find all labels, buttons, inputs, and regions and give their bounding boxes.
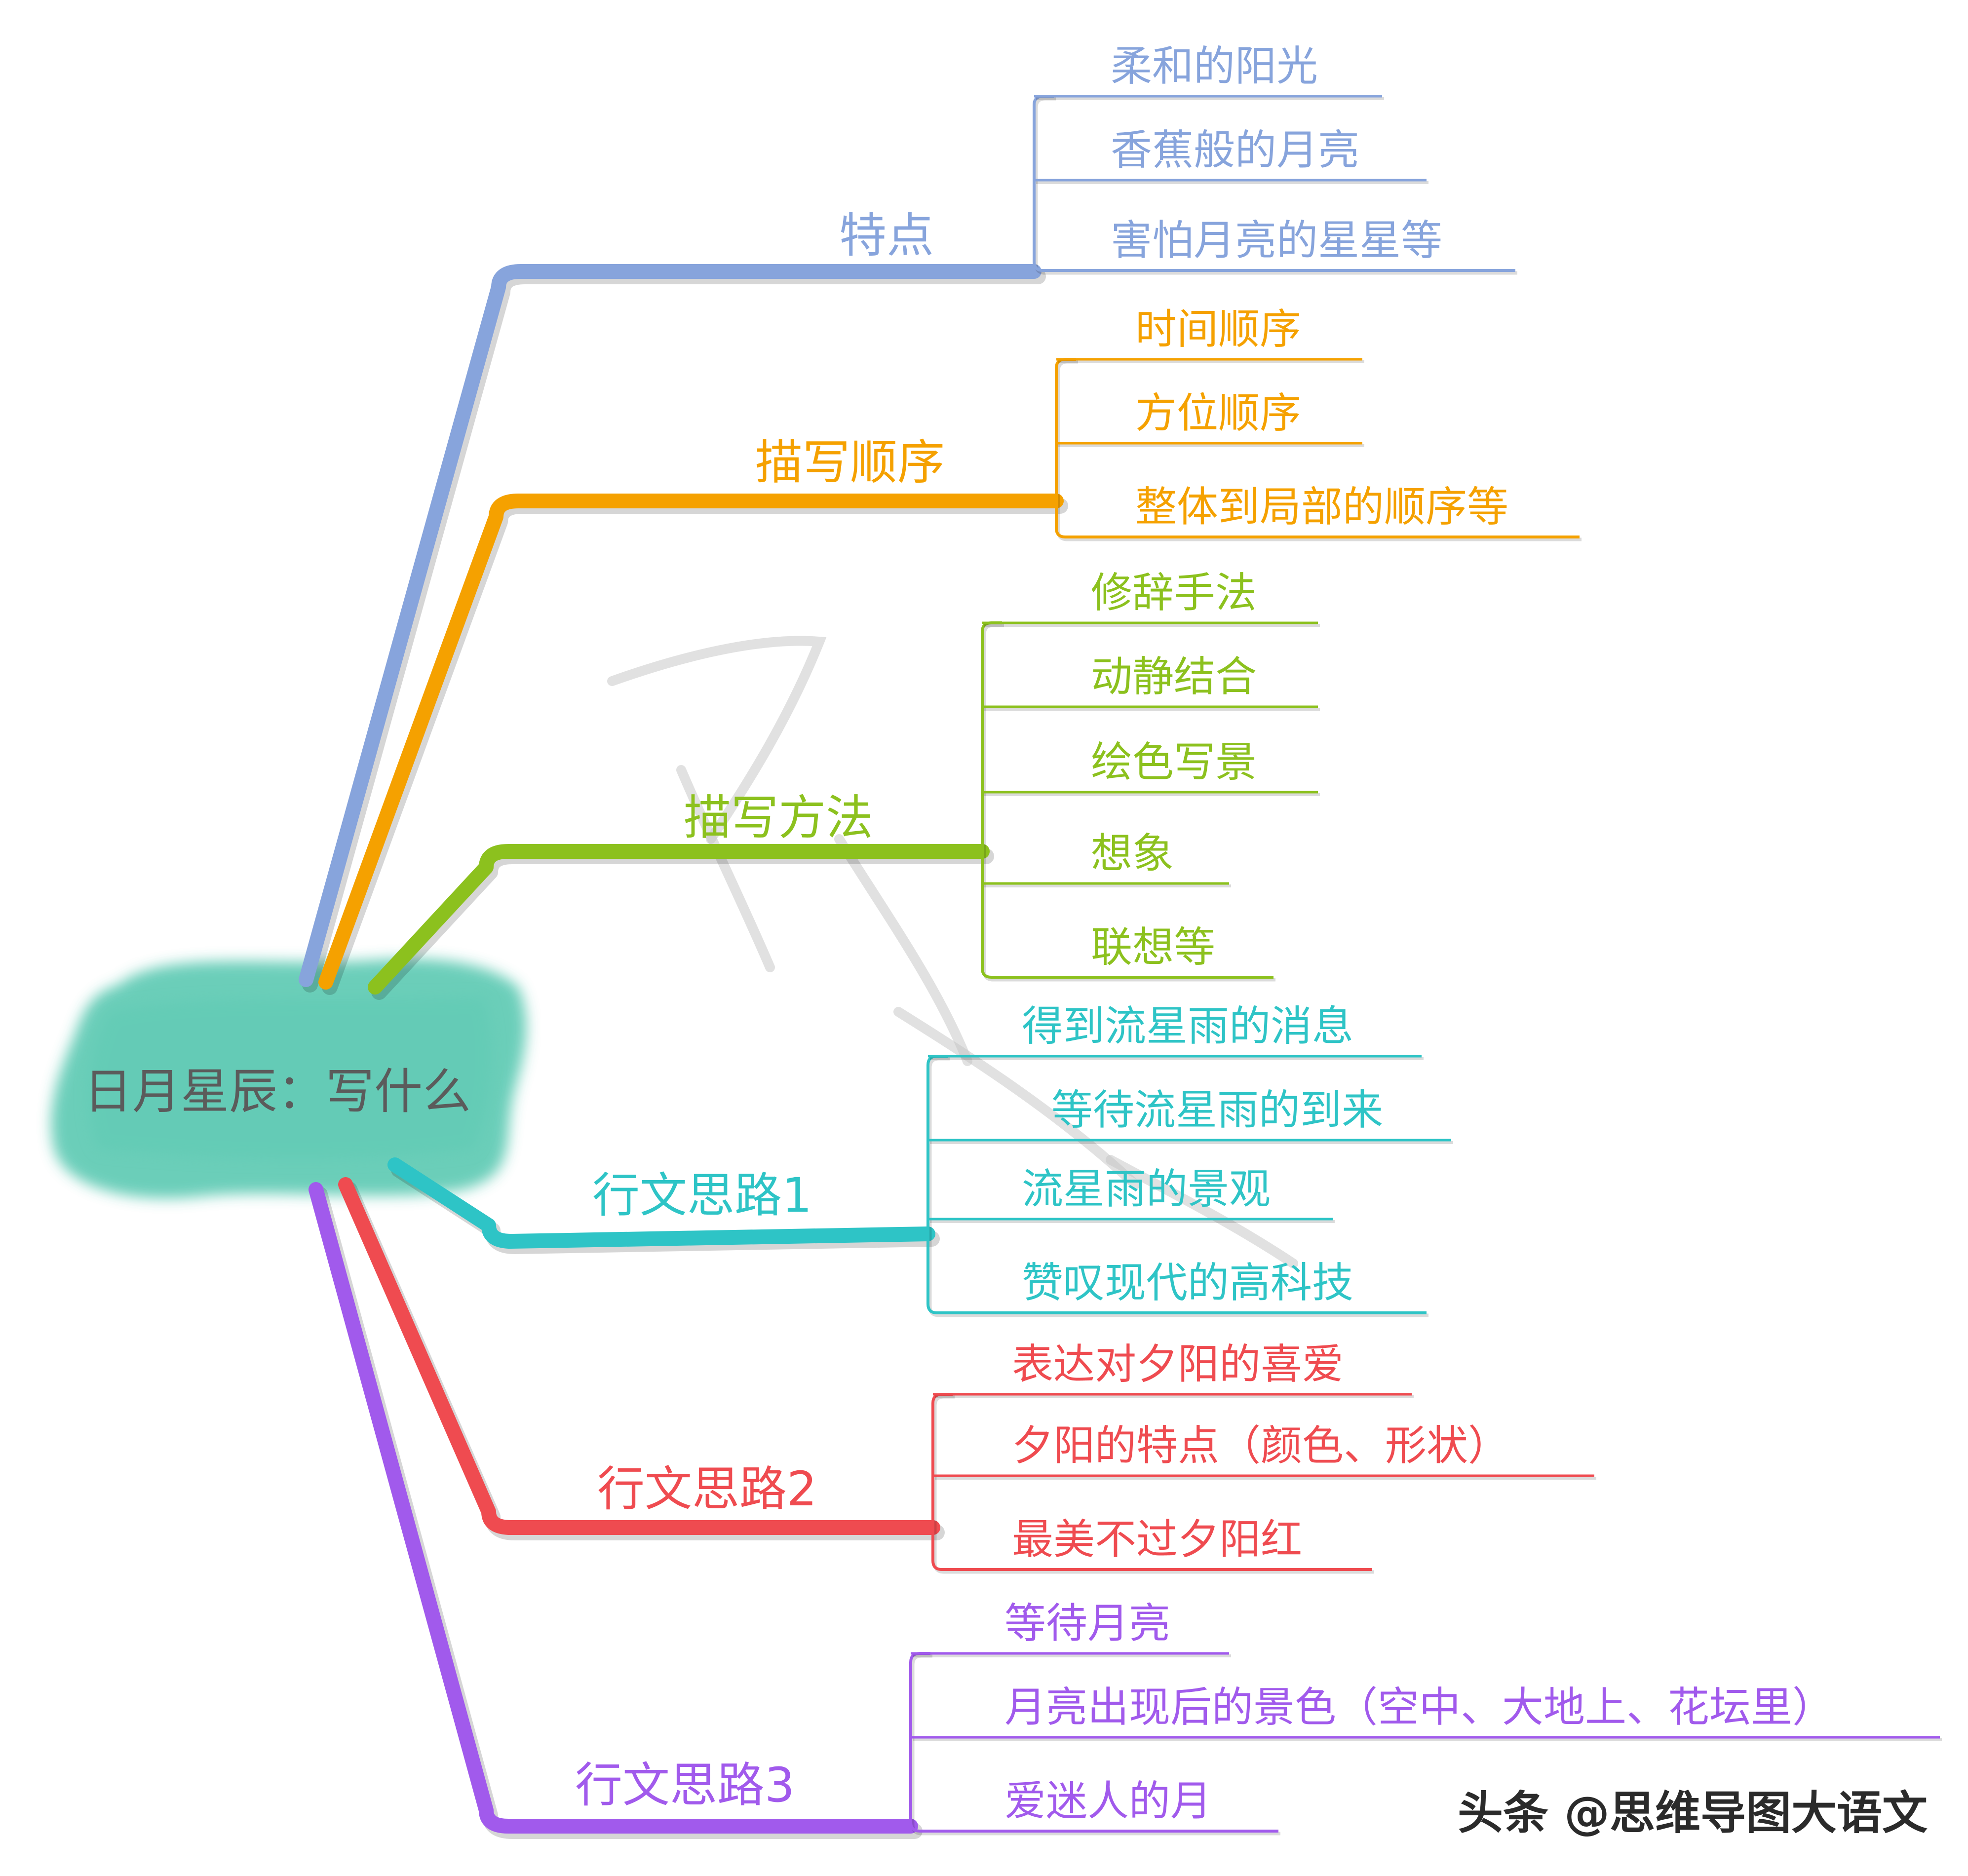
branch-label-5[interactable]: 行文思路2 <box>597 1461 817 1517</box>
subtopic-label[interactable]: 方位顺序 <box>1135 389 1301 437</box>
branch-link-shadow-1 <box>302 268 1046 993</box>
subtopic-label[interactable]: 时间顺序 <box>1135 305 1301 353</box>
subtopic-trees: 柔和的阳光香蕉般的月亮害怕月亮的星星等时间顺序方位顺序整体到局部的顺序等修辞手法… <box>909 42 1942 1836</box>
subtree-spine-shadow-1 <box>1034 97 1517 275</box>
central-topic-label[interactable]: 日月星辰：写什么 <box>84 1064 471 1120</box>
branch-link-5 <box>338 1177 940 1535</box>
subtree-spine-shadow-3 <box>982 623 1275 982</box>
subtopic-label[interactable]: 修辞手法 <box>1091 569 1257 617</box>
branch-label-4[interactable]: 行文思路1 <box>592 1168 812 1223</box>
subtopic-label[interactable]: 香蕉般的月亮 <box>1111 126 1359 174</box>
subtopic-label[interactable]: 流星雨的景观 <box>1022 1165 1271 1213</box>
subtree-spine-shadow-5 <box>933 1395 1374 1574</box>
subtopic-label[interactable]: 爱迷人的月 <box>1004 1777 1212 1825</box>
branch-links <box>299 264 1068 1839</box>
credit-watermark-text: 头条 @思维导图大语文 <box>1458 1787 1928 1839</box>
subtopic-label[interactable]: 害怕月亮的星星等 <box>1111 216 1442 265</box>
subtopic-label[interactable]: 等待流星雨的到来 <box>1051 1086 1383 1134</box>
subtopic-label[interactable]: 赞叹现代的高科技 <box>1022 1259 1353 1307</box>
branch-link-4 <box>387 1157 935 1249</box>
branch-link-2 <box>318 494 1064 990</box>
central-wash <box>51 958 527 1199</box>
subtree-spine-shadow-6 <box>911 1654 1280 1836</box>
branch-link-1 <box>299 264 1042 987</box>
subtopic-label[interactable]: 绘色写景 <box>1091 738 1257 786</box>
subtopic-label[interactable]: 最美不过夕阳红 <box>1012 1515 1302 1564</box>
branch-label-1[interactable]: 特点 <box>839 208 934 263</box>
branch-link-3 <box>368 844 990 995</box>
subtopic-label[interactable]: 柔和的阳光 <box>1111 42 1318 90</box>
branch-link-6 <box>309 1182 918 1834</box>
branch-label-6[interactable]: 行文思路3 <box>575 1758 795 1813</box>
subtopic-label[interactable]: 等待月亮 <box>1004 1599 1170 1647</box>
branch-label-3[interactable]: 描写方法 <box>684 790 873 845</box>
subtree-spine-shadow-2 <box>1056 360 1582 541</box>
subtopic-label[interactable]: 月亮出现后的景色（空中、大地上、花坛里） <box>1004 1683 1834 1731</box>
subtopic-label[interactable]: 联想等 <box>1091 923 1215 971</box>
subtopic-label[interactable]: 动静结合 <box>1091 652 1257 701</box>
watermark-strokes <box>607 636 1298 1268</box>
subtopic-label[interactable]: 想象 <box>1091 829 1174 878</box>
subtopic-label[interactable]: 整体到局部的顺序等 <box>1135 483 1508 531</box>
subtopic-label[interactable]: 夕阳的特点（颜色、形状） <box>1012 1421 1509 1470</box>
branch-label-2[interactable]: 描写顺序 <box>755 435 945 490</box>
subtree-spine-shadow-4 <box>928 1057 1428 1317</box>
subtopic-label[interactable]: 得到流星雨的消息 <box>1022 1002 1353 1050</box>
subtopic-label[interactable]: 表达对夕阳的喜爱 <box>1012 1340 1344 1388</box>
